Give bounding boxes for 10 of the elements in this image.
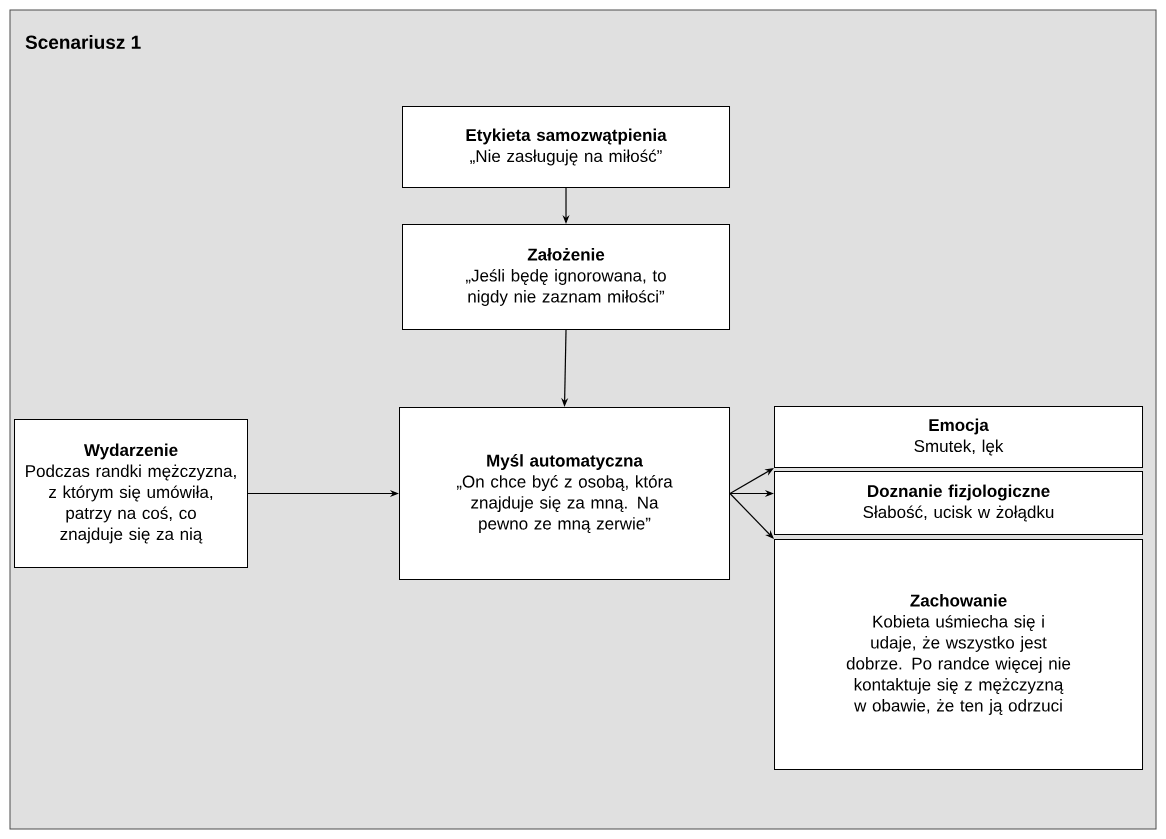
text-box: Zachowanie Kobieta uśmiecha się i udaje, że wszystko jest dobrze. Po randce więcej nie kontaktuje się z mężczyzną w obawie, że ten ją odrzuci (774, 539, 1143, 770)
arrow (729, 492, 774, 539)
arrow (729, 468, 774, 495)
text-box: Doznanie fizjologiczne Słabość, ucisk w żołądku (774, 471, 1143, 535)
text-box: Emocja Smutek, lęk (774, 406, 1143, 468)
text-box: Wydarzenie Podczas randki mężczyzna, z którym się umówiła, patrzy na coś, co znajduje się za nią (14, 419, 248, 568)
text-box: Etykieta samozwątpienia „Nie zasługuję na miłość” (402, 106, 730, 188)
text-box: Myśl automatyczna „On chce być z osobą, która znajduje się za mną. Na pewno ze mną zerwie” (399, 407, 730, 580)
panel-heading: Scenariusz 1 (25, 35, 141, 49)
text-box: Założenie „Jeśli będę ignorowana, to nigdy nie zaznam miłości” (402, 224, 730, 330)
